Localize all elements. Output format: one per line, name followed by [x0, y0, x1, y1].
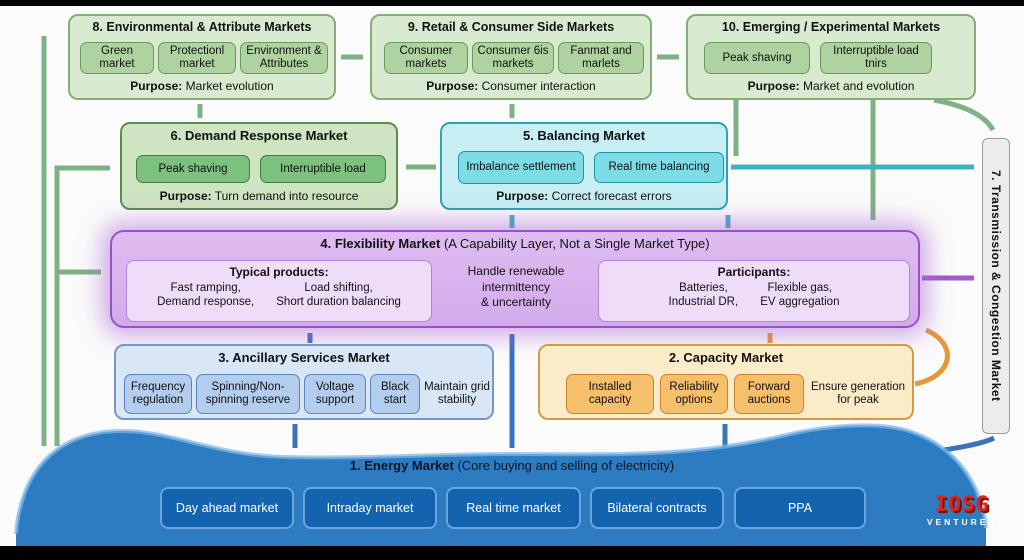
pill-reliability-options: Reliability options [660, 374, 728, 414]
pill-real-time-market: Real time market [446, 487, 581, 529]
note-ensure-generation: Ensure generation for peak [811, 380, 905, 406]
products-col-2: Load shifting, Short duration balancing [276, 282, 401, 309]
purpose-text: Market and evolution [802, 79, 915, 93]
typical-products-columns: Fast ramping, Demand response, Load shif… [127, 281, 431, 310]
box-ancillary-services-market: 3. Ancillary Services Market Frequency r… [114, 344, 494, 420]
pill-environment-attributes: Environment & Attributes [240, 42, 328, 74]
purpose-text: Turn demand into resource [214, 189, 359, 203]
energy-market-title: 1. Energy Market (Core buying and sellin… [0, 458, 1024, 473]
logo-brand-text: IOSG [934, 492, 990, 516]
pill-imbalance-settlement: Imbalance settlement [458, 151, 584, 184]
iosg-logo: IOSG VENTURES [912, 492, 1012, 527]
participants-col-2: Flexible gas, EV aggregation [760, 282, 840, 309]
pill-black-start: Black start [370, 374, 420, 414]
typical-products-panel: Typical products: Fast ramping, Demand r… [126, 260, 432, 322]
energy-title-rest: (Core buying and selling of electricity) [453, 458, 675, 473]
pill-protection-market: Protectionl market [158, 42, 236, 74]
typical-products-heading: Typical products: [229, 265, 329, 279]
pill-green-market: Green market [80, 42, 154, 74]
pill-consumer-markets: Consumer markets [384, 42, 468, 74]
box-retail-consumer-markets: 9. Retail & Consumer Side Markets Consum… [370, 14, 652, 100]
pill-real-time-balancing: Real time balancing [594, 152, 724, 183]
box-title: 10. Emerging / Experimental Markets [721, 20, 941, 34]
pill-fanmat-marlets: Fanmat and marlets [558, 42, 644, 74]
purpose-line: Purpose: Correct forecast errors [442, 189, 726, 203]
pill-consumer-6is-markets: Consumer 6is markets [472, 42, 554, 74]
purpose-label: Purpose: [159, 189, 212, 203]
box-title-bold: 4. Flexibility Market [320, 236, 441, 251]
pill-voltage-support: Voltage support [304, 374, 366, 414]
box-title: 4. Flexibility Market (A Capability Laye… [112, 236, 918, 251]
arrows-group [41, 36, 996, 453]
energy-title-bold: 1. Energy Market [349, 458, 454, 473]
box-title: 6. Demand Response Market [170, 128, 348, 143]
purpose-line: Purpose: Consumer interaction [372, 79, 650, 93]
purpose-label: Purpose: [496, 189, 549, 203]
pill-frequency-regulation: Frequency regulation [124, 374, 192, 414]
pill-day-ahead-market: Day ahead market [160, 487, 294, 529]
box-balancing-market: 5. Balancing Market Imbalance settlement… [440, 122, 728, 210]
note-maintain-grid-stability: Maintain grid stability [424, 380, 490, 406]
wave-highlight [14, 423, 988, 535]
box-emerging-experimental-markets: 10. Emerging / Experimental Markets Peak… [686, 14, 976, 100]
box-title-rest: (A Capability Layer, Not a Single Market… [440, 236, 710, 251]
box-title: 8. Environmental & Attribute Markets [92, 20, 312, 34]
box-title: 3. Ancillary Services Market [218, 350, 390, 365]
purpose-text: Consumer interaction [481, 79, 596, 93]
pill-ppa: PPA [734, 487, 866, 529]
participants-columns: Batteries, Industrial DR, Flexible gas, … [599, 281, 909, 310]
pill-peak-shaving: Peak shaving [704, 42, 810, 74]
purpose-label: Purpose: [426, 79, 479, 93]
pill-interruptible-load: Interruptible load [260, 155, 386, 183]
products-col-1: Fast ramping, Demand response, [157, 282, 255, 309]
logo-sub-text: VENTURES [926, 517, 998, 527]
participants-col-1: Batteries, Industrial DR, [668, 282, 739, 309]
pill-intraday-market: Intraday market [303, 487, 437, 529]
purpose-line: Purpose: Market evolution [70, 79, 334, 93]
box-environmental-attribute-markets: 8. Environmental & Attribute Markets Gre… [68, 14, 336, 100]
purpose-line: Purpose: Market and evolution [688, 79, 974, 93]
pill-interruptible-load: Interruptible load tnirs [820, 42, 932, 74]
purpose-label: Purpose: [130, 79, 183, 93]
flexibility-center-note: Handle renewable intermittency & uncerta… [467, 264, 565, 310]
pill-bilateral-contracts: Bilateral contracts [590, 487, 724, 529]
box-title: 9. Retail & Consumer Side Markets [407, 20, 615, 34]
participants-heading: Participants: [717, 265, 791, 279]
letterbox-bottom [0, 546, 1024, 560]
purpose-label: Purpose: [747, 79, 800, 93]
purpose-text: Correct forecast errors [551, 189, 672, 203]
participants-panel: Participants: Batteries, Industrial DR, … [598, 260, 910, 322]
box-capacity-market: 2. Capacity Market Installed capacity Re… [538, 344, 914, 420]
pill-installed-capacity: Installed capacity [566, 374, 654, 414]
pill-peak-shaving: Peak shaving [136, 155, 250, 183]
box-title: 5. Balancing Market [522, 128, 646, 143]
purpose-text: Market evolution [185, 79, 274, 93]
box-transmission-congestion-market: 7. Transmission & Congestion Market [982, 138, 1010, 434]
box-flexibility-market: 4. Flexibility Market (A Capability Laye… [110, 230, 920, 328]
box-demand-response-market: 6. Demand Response Market Peak shaving I… [120, 122, 398, 210]
pill-forward-auctions: Forward auctions [734, 374, 804, 414]
box-title-vertical: 7. Transmission & Congestion Market [989, 170, 1003, 402]
box-title: 2. Capacity Market [668, 350, 784, 365]
purpose-line: Purpose: Turn demand into resource [122, 189, 396, 203]
letterbox-top [0, 0, 1024, 6]
pill-spinning-reserve: Spinning/Non-spinning reserve [196, 374, 300, 414]
